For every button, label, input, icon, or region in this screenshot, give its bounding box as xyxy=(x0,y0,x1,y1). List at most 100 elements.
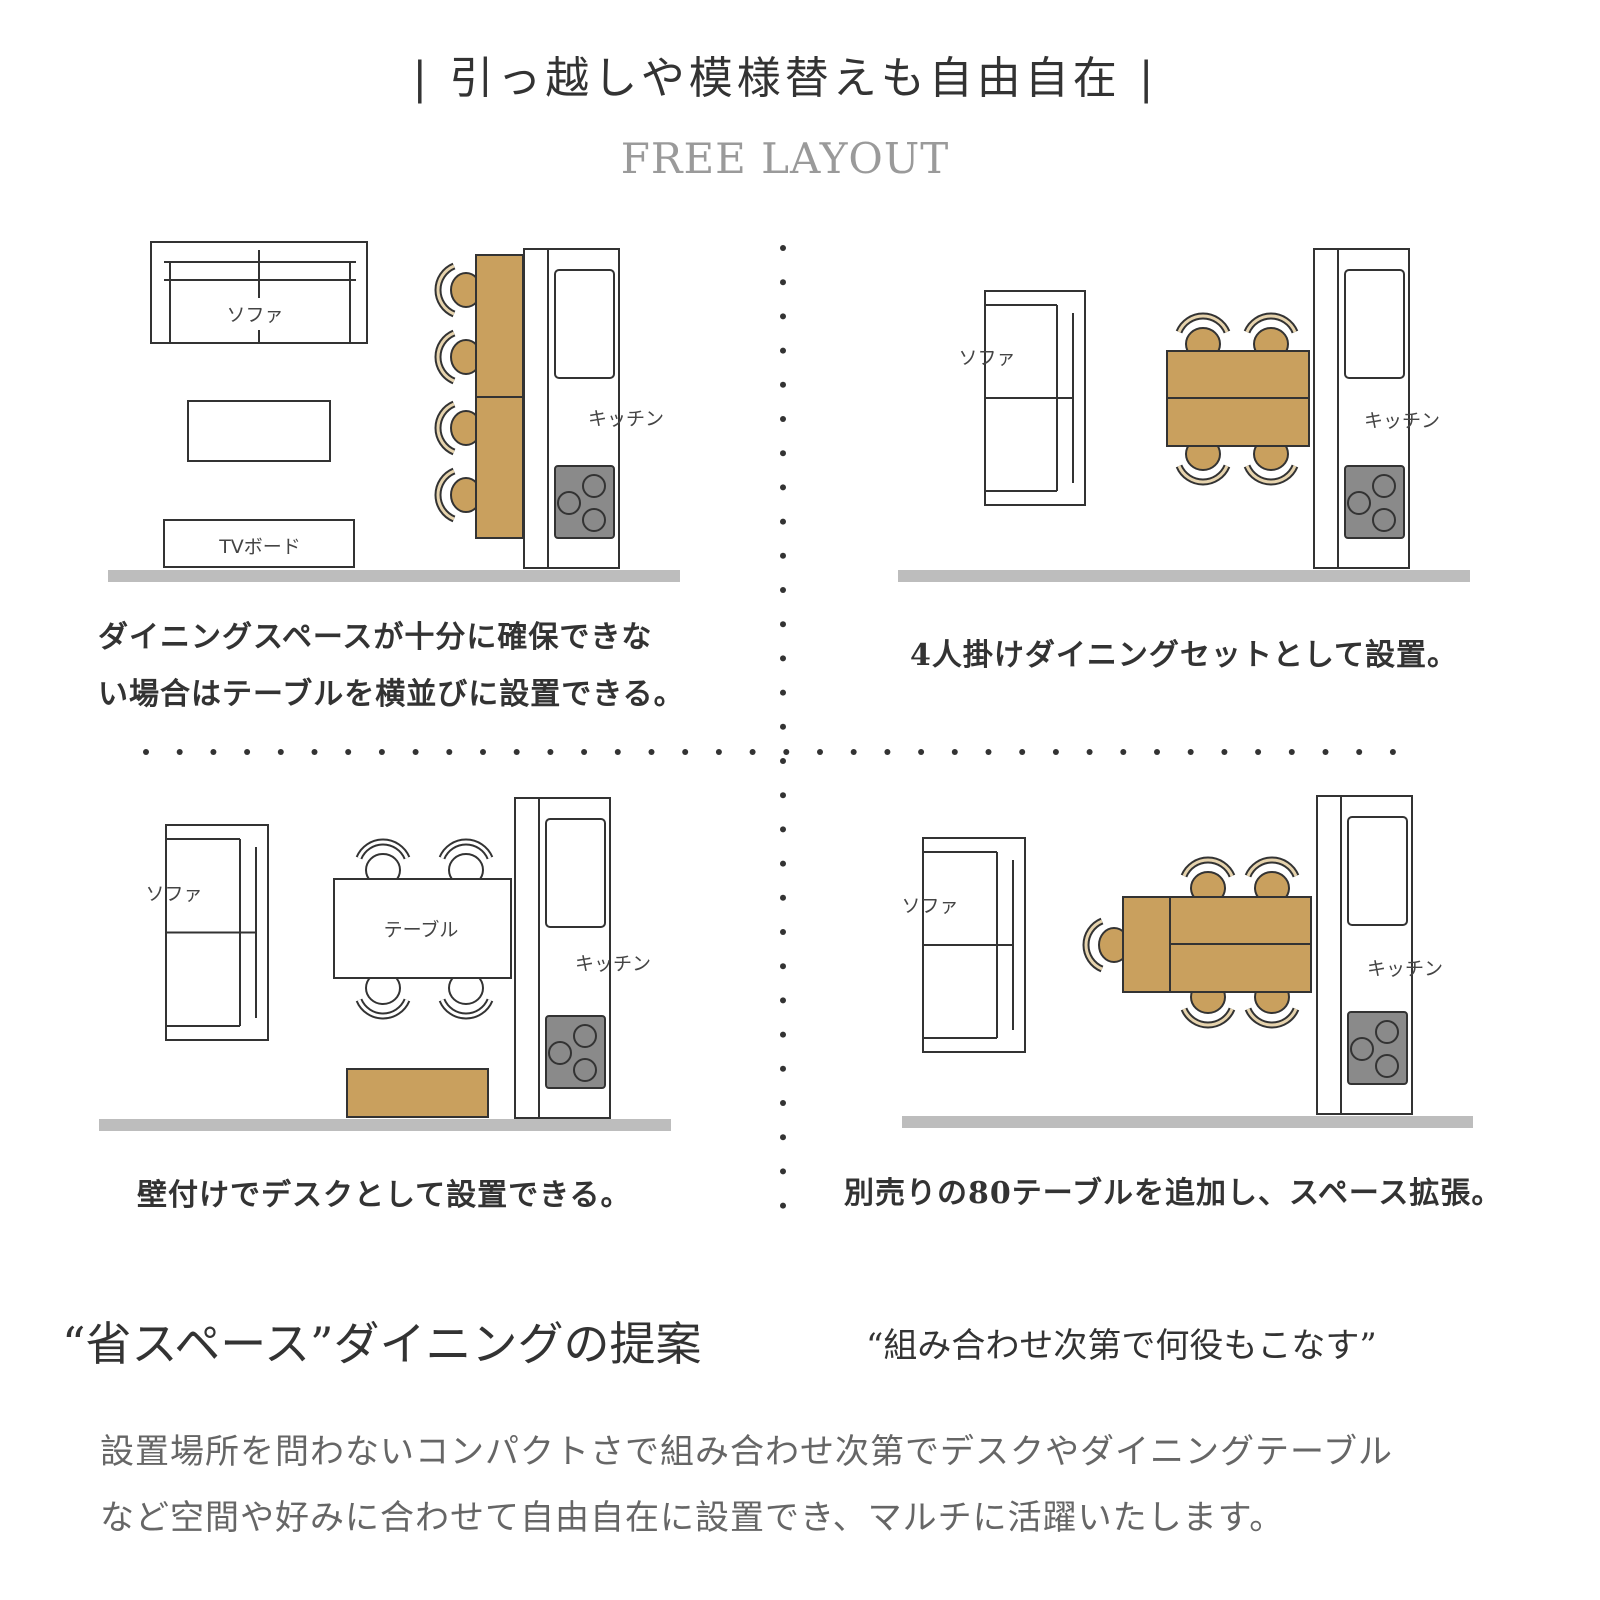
chair-back xyxy=(1245,465,1297,484)
divider-dot xyxy=(1389,749,1396,755)
divider-dot xyxy=(780,1202,786,1209)
desk xyxy=(346,1068,489,1118)
sofa xyxy=(150,241,368,344)
tv-board xyxy=(163,519,355,568)
floor-wall xyxy=(902,1116,1473,1128)
divider-dot xyxy=(176,749,183,755)
chair-back xyxy=(1246,858,1298,877)
divider-dot xyxy=(1288,749,1295,755)
divider-dot xyxy=(1019,749,1026,755)
divider-dot xyxy=(446,749,453,755)
kitchen-label: キッチン xyxy=(575,953,651,975)
sofa-label: ソファ xyxy=(226,304,283,326)
section-heading: “省スペース”ダイニングの提案 xyxy=(62,1317,702,1371)
body-text-line-2: など空間や好みに合わせて自由自在に設置でき、マルチに活躍いたします。 xyxy=(100,1498,1285,1538)
divider-dot xyxy=(143,749,149,755)
burner-icon xyxy=(582,474,606,498)
divider-dot xyxy=(780,963,786,970)
chair-back xyxy=(436,264,455,316)
burner-icon xyxy=(1375,1020,1399,1044)
chair-back xyxy=(436,331,455,383)
kitchen xyxy=(514,797,611,1119)
divider-dot xyxy=(311,749,318,755)
divider-dot xyxy=(1187,749,1194,755)
divider-dot xyxy=(884,749,891,755)
divider-dot xyxy=(780,1168,786,1175)
divider-dot xyxy=(780,416,786,422)
floor-wall xyxy=(108,570,680,582)
divider-dot xyxy=(951,749,958,755)
divider-dot xyxy=(682,749,689,755)
divider-dot xyxy=(780,723,786,730)
divider-dot xyxy=(547,749,554,755)
burner-icon xyxy=(573,1024,597,1048)
divider-dot xyxy=(1255,749,1262,755)
chair xyxy=(434,262,482,318)
sink xyxy=(554,269,615,379)
sink xyxy=(545,818,606,928)
burner-icon xyxy=(582,508,606,532)
chair-back xyxy=(440,999,492,1018)
table-label: テーブル xyxy=(384,918,459,941)
divider-dot xyxy=(780,758,786,764)
divider-dot xyxy=(1086,749,1093,755)
divider-dot xyxy=(780,1134,786,1141)
divider-dot xyxy=(780,894,786,901)
divider-dot xyxy=(780,929,786,935)
burner-icon xyxy=(1375,1054,1399,1078)
divider-dot xyxy=(780,997,786,1004)
divider-dot xyxy=(210,749,217,755)
chair-back xyxy=(1177,465,1229,484)
divider-dot xyxy=(780,587,786,593)
sink xyxy=(1347,816,1408,926)
divider-dot xyxy=(780,1100,786,1106)
divider-dot xyxy=(783,749,790,755)
table xyxy=(333,878,512,979)
divider-dot xyxy=(780,450,786,457)
burner-icon xyxy=(1350,1037,1374,1061)
burner-icon xyxy=(1372,508,1396,532)
tv-board-label: TVボード xyxy=(218,536,301,558)
burner-icon xyxy=(1372,474,1396,498)
page-subtitle: FREE LAYOUT xyxy=(620,134,950,183)
divider-dot xyxy=(1052,749,1059,755)
divider-dot xyxy=(412,749,419,755)
kitchen-label: キッチン xyxy=(588,408,664,430)
sink xyxy=(1344,269,1405,379)
divider-dot xyxy=(850,749,857,755)
dining-table xyxy=(475,396,524,539)
divider-dot xyxy=(780,552,786,559)
section-tagline: “組み合わせ次第で何役もこなす” xyxy=(866,1326,1377,1366)
chair-back xyxy=(1182,858,1234,877)
page-title: | 引っ越しや模様替えも自由自在 | xyxy=(412,53,1158,104)
divider-dot xyxy=(780,655,786,662)
sofa xyxy=(165,824,269,1041)
chair-back xyxy=(1084,919,1103,971)
kitchen-label: キッチン xyxy=(1367,958,1443,980)
chair-back xyxy=(1246,1008,1298,1027)
floor-wall xyxy=(99,1119,671,1131)
divider-dot xyxy=(780,621,786,628)
burner-icon xyxy=(573,1058,597,1082)
floor-wall xyxy=(898,570,1470,582)
kitchen xyxy=(1316,795,1413,1115)
chair xyxy=(355,971,411,1020)
divider-dot xyxy=(985,749,992,755)
divider-dot xyxy=(648,749,655,755)
sofa-label: ソファ xyxy=(958,347,1015,369)
sofa xyxy=(984,290,1086,506)
chair-back xyxy=(357,840,409,859)
divider-dot xyxy=(513,749,520,755)
divider-dot xyxy=(277,749,284,755)
sofa xyxy=(922,837,1026,1053)
chair-back xyxy=(436,402,455,454)
divider-dot xyxy=(614,749,621,755)
panel-3-caption: 壁付けでデスクとして設置できる。 xyxy=(137,1178,632,1213)
panel-1-caption-line-2: い場合はテーブルを横並びに設置できる。 xyxy=(98,677,685,712)
divider-dot xyxy=(780,1065,786,1072)
divider-dot xyxy=(715,749,722,755)
coffee-table xyxy=(187,400,331,462)
kitchen xyxy=(523,248,620,569)
divider-dot xyxy=(1120,749,1127,755)
divider-dot xyxy=(780,689,786,696)
